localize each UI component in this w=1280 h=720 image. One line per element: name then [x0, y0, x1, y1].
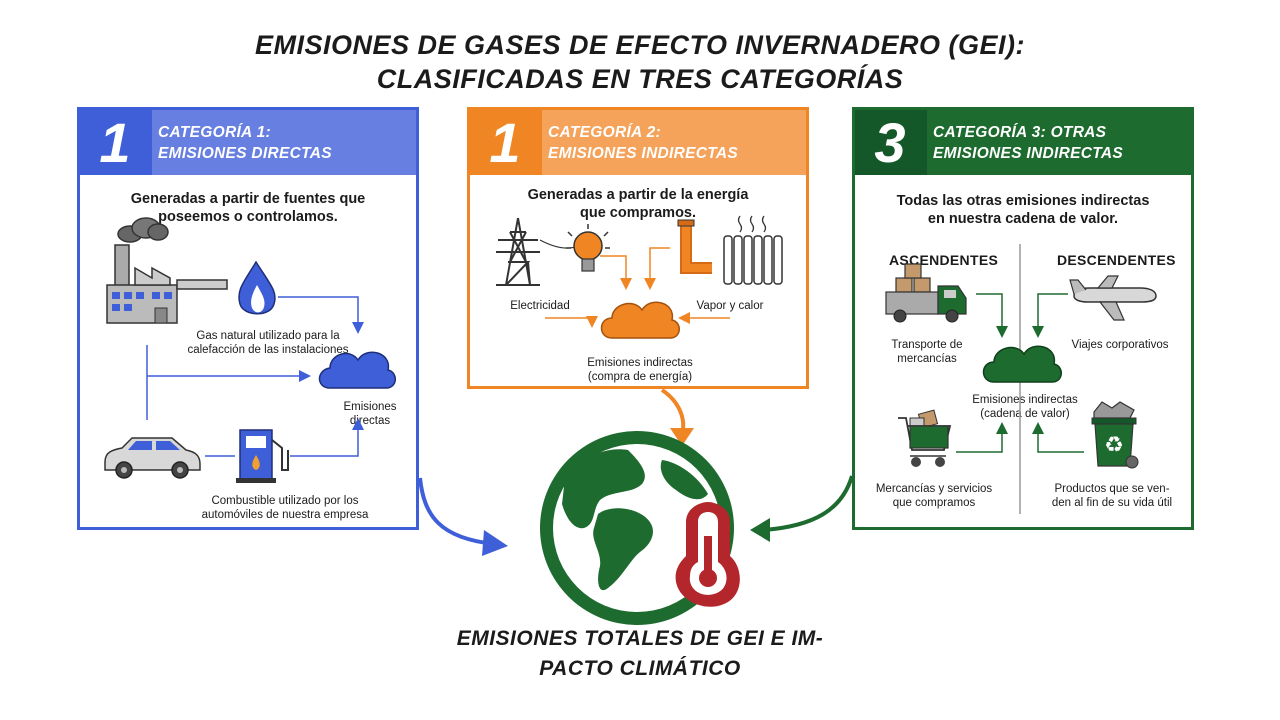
flame-icon	[238, 260, 276, 315]
category-3-title: CATEGORÍA 3: OTRAS EMISIONES INDIRECTAS	[933, 124, 1124, 162]
airplane-icon	[1069, 275, 1157, 321]
truck-icon	[885, 263, 967, 323]
fuel-pump-icon	[236, 429, 289, 483]
category-1-header: 1 CATEGORÍA 1: EMISIONES DIRECTAS	[80, 110, 416, 175]
downstream-label: DESCENDENTES	[1057, 252, 1176, 268]
footer-title-line1: EMISIONES TOTALES DE GEI E IM-	[456, 627, 824, 650]
transport-label: Transporte de mercancías	[891, 339, 963, 365]
light-bulb-icon	[566, 224, 610, 272]
category-1-description: Generadas a partir de fuentes que poseem…	[130, 191, 366, 225]
main-title-line1: EMISIONES DE GASES DE EFECTO INVERNADERO…	[254, 30, 1026, 60]
car-icon	[104, 437, 201, 479]
svg-text:♻: ♻	[1104, 433, 1124, 458]
category-1-arrow	[418, 477, 495, 546]
category-2-description: Generadas a partir de la energía que com…	[527, 187, 749, 221]
recycling-bin-icon: ♻	[1091, 401, 1139, 469]
category-3-header: 3 CATEGORÍA 3: OTRAS EMISIONES INDIRECTA…	[855, 110, 1191, 175]
category-3-arrow	[763, 475, 854, 532]
travel-label: Viajes corporativos	[1071, 339, 1169, 351]
goods-label: Mercancías y servicios que compramos	[875, 483, 993, 509]
category-3-number: 3	[874, 111, 906, 174]
category-2-title: CATEGORÍA 2: EMISIONES INDIRECTAS	[548, 124, 739, 162]
shopping-cart-icon	[898, 409, 952, 467]
main-title-line2: CLASIFICADAS EN TRES CATEGORÍAS	[376, 64, 904, 94]
fuel-label: Combustible utilizado por los automóvile…	[201, 495, 369, 521]
category-1-title: CATEGORÍA 1: EMISIONES DIRECTAS	[158, 124, 332, 162]
pipe-icon	[677, 219, 712, 274]
steam-heat-label: Vapor y calor	[696, 300, 764, 312]
thermometer-icon	[675, 502, 740, 607]
cloud-icon	[600, 301, 680, 339]
indirect-energy-emissions-label: Emisiones indirectas (compra de energía)	[587, 357, 693, 383]
gas-label: Gas natural utilizado para la calefacció…	[187, 330, 349, 356]
electricity-label: Electricidad	[510, 300, 570, 312]
power-tower-icon	[496, 217, 540, 286]
main-title: EMISIONES DE GASES DE EFECTO INVERNADERO…	[0, 28, 1280, 96]
factory-icon	[106, 217, 228, 324]
radiator-icon	[723, 215, 783, 285]
cloud-icon	[982, 345, 1062, 383]
category-1-number: 1	[99, 111, 131, 174]
footer-title: EMISIONES TOTALES DE GEI E IM- PACTO CLI…	[405, 624, 875, 684]
category-2-arrow	[660, 388, 686, 435]
category-3-description: Todas las otras emisiones indirectas en …	[896, 193, 1150, 227]
category-2-header: 1 CATEGORÍA 2: EMISIONES INDIRECTAS	[470, 110, 806, 175]
footer-title-line2: PACTO CLIMÁTICO	[539, 657, 741, 680]
category-2-number: 1	[489, 111, 521, 174]
products-label: Productos que se ven- den al fin de su v…	[1051, 483, 1173, 509]
value-chain-emissions-label: Emisiones indirectas (cadena de valor)	[972, 394, 1078, 420]
cloud-icon	[318, 351, 396, 389]
